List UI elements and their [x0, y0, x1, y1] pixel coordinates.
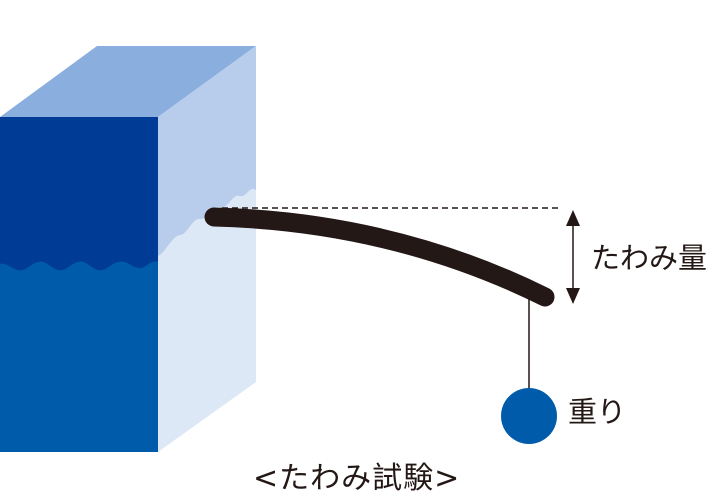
- deflection-arrow: [566, 210, 580, 304]
- block-side-face-upper: [158, 46, 256, 256]
- block-front-face-upper: [0, 117, 158, 271]
- block-top-face: [0, 46, 256, 117]
- weight-label: 重り: [568, 395, 627, 429]
- diagram-caption: <たわみ試験>: [253, 461, 461, 496]
- deflection-arrow-head-bottom: [566, 288, 580, 304]
- weight-ball: [501, 388, 557, 444]
- deflected-rod: [204, 207, 555, 307]
- deflection-amount-label: たわみ量: [591, 241, 708, 275]
- deflection-arrow-head-top: [566, 210, 580, 226]
